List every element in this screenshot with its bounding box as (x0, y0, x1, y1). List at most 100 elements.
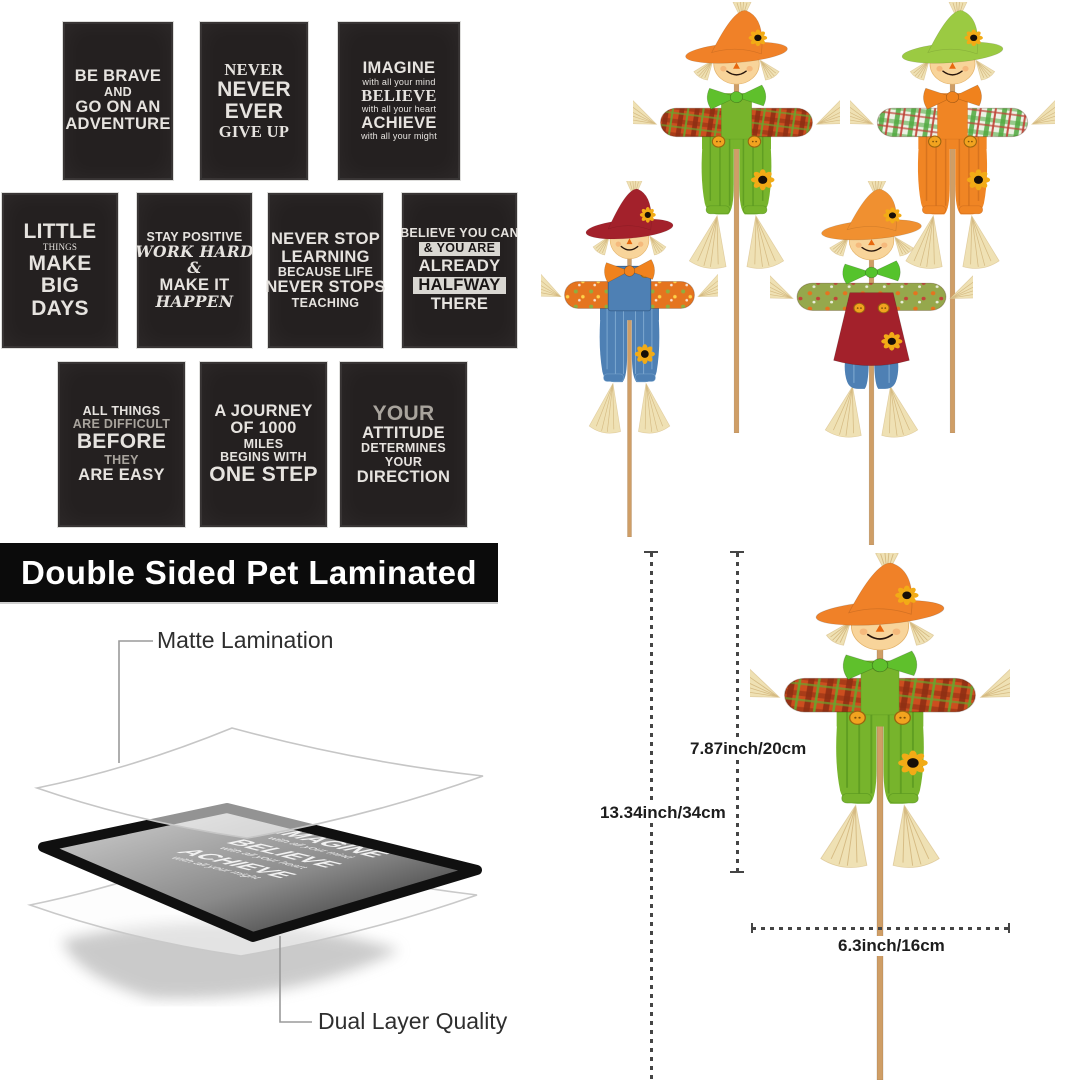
dimension-cap (644, 551, 658, 553)
dimension-cap (1008, 923, 1010, 933)
button-icon (877, 302, 890, 314)
button-icon (711, 135, 726, 148)
dimension-label-total-height: 13.34inch/34cm (598, 803, 728, 823)
button-icon (853, 302, 866, 314)
top-film-sheet (33, 727, 484, 839)
poster-line: MAKE (28, 252, 92, 276)
sunflower-icon (883, 207, 902, 224)
straw-foot (588, 382, 621, 434)
scarecrow-back-left-orange-hat-green-pants (633, 2, 840, 433)
hat (685, 10, 788, 64)
poster-line: BEFORE (76, 430, 167, 454)
poster-line: GO ON AN (75, 97, 161, 116)
sunflower-icon (964, 29, 983, 47)
poster-line: EVER (224, 100, 284, 123)
straw-hair (908, 620, 935, 646)
poster-line: THERE (430, 295, 489, 314)
banner-text: Double Sided Pet Laminated (21, 553, 477, 591)
bow-tie (604, 259, 655, 283)
matte-lamination-label: Matte Lamination (157, 627, 334, 653)
dimension-line-figure-height (736, 553, 739, 873)
poster-line: HALFWAY (413, 276, 506, 295)
dimension-label-figure-height: 7.87inch/20cm (688, 739, 809, 759)
poster-line: ALL THINGS (82, 403, 161, 418)
dual-layer-quality-label: Dual Layer Quality (318, 1008, 508, 1034)
poster-line: IMAGINE (362, 59, 436, 78)
poster-line: NEVER (224, 60, 284, 80)
straw-hand (850, 95, 875, 125)
straw-foot (824, 385, 862, 438)
poster-line: NEVER STOP (270, 230, 381, 249)
straw-foot (638, 382, 671, 434)
poster-line: OF 1000 (230, 419, 297, 438)
poster-line: BE BRAVE (74, 67, 162, 86)
bow-tie (923, 84, 982, 110)
scarecrow-front-right-orange-hat-red-dress (770, 181, 973, 545)
straw-foot (881, 385, 919, 438)
scarecrow-front-left-red-hat-denim-overalls (541, 181, 718, 537)
bow-tie (842, 260, 901, 285)
straw-hand (770, 271, 794, 299)
poster-line: YOUR (384, 454, 423, 469)
poster-line: ARE EASY (78, 465, 165, 484)
poster-line: ADVENTURE (65, 115, 171, 134)
poster-line: TEACHING (291, 295, 360, 310)
button-icon (747, 135, 762, 148)
straw-foot (905, 214, 943, 269)
poster-line: NEVER STOPS (265, 278, 386, 297)
hat (585, 188, 674, 240)
sunflower-icon (966, 169, 991, 191)
sunflower-icon (634, 344, 655, 364)
straw-hair (825, 620, 852, 646)
hat (821, 189, 922, 241)
poster-line: THEY (104, 452, 139, 467)
hat (901, 10, 1004, 64)
poster-line: GIVE UP (218, 122, 290, 142)
poster-line: LEARNING (281, 247, 370, 266)
poster-line: AND (104, 84, 132, 99)
dimension-line-width (752, 927, 1010, 930)
poster-line: DIRECTION (356, 467, 451, 486)
button-icon (928, 135, 942, 148)
sunflower-icon (898, 750, 928, 776)
poster-line: with all your heart (361, 103, 437, 114)
poster-line: & (187, 258, 202, 278)
button-icon (894, 710, 912, 725)
straw-hand (750, 663, 781, 698)
straw-hair (829, 236, 850, 257)
button-icon (963, 135, 977, 148)
straw-hair (592, 235, 610, 256)
poster-line: DETERMINES (361, 441, 446, 456)
straw-hair (975, 59, 996, 81)
poster-line: YOUR (372, 401, 435, 425)
poster-line: MILES (243, 436, 284, 451)
poster-line: BIG (40, 274, 80, 298)
poster-line: ALREADY (418, 256, 501, 275)
poster-line: BELIEVE YOU CAN (400, 226, 519, 241)
poster-line: A JOURNEY (214, 401, 313, 420)
straw-hand (815, 95, 840, 125)
hat (815, 562, 945, 626)
sunflower-icon (750, 169, 775, 191)
straw-hand (697, 269, 718, 298)
straw-hand (979, 663, 1010, 698)
poster-line: ONE STEP (209, 463, 318, 487)
poster-line: DAYS (31, 296, 89, 320)
straw-hair (759, 59, 780, 81)
dimension-cap (751, 923, 753, 933)
bow-tie (706, 84, 767, 110)
sunflower-icon (881, 332, 903, 351)
bow-tie (842, 650, 918, 681)
dimension-label-width: 6.3inch/16cm (836, 936, 947, 956)
banner: Double Sided Pet Laminated (0, 543, 498, 602)
